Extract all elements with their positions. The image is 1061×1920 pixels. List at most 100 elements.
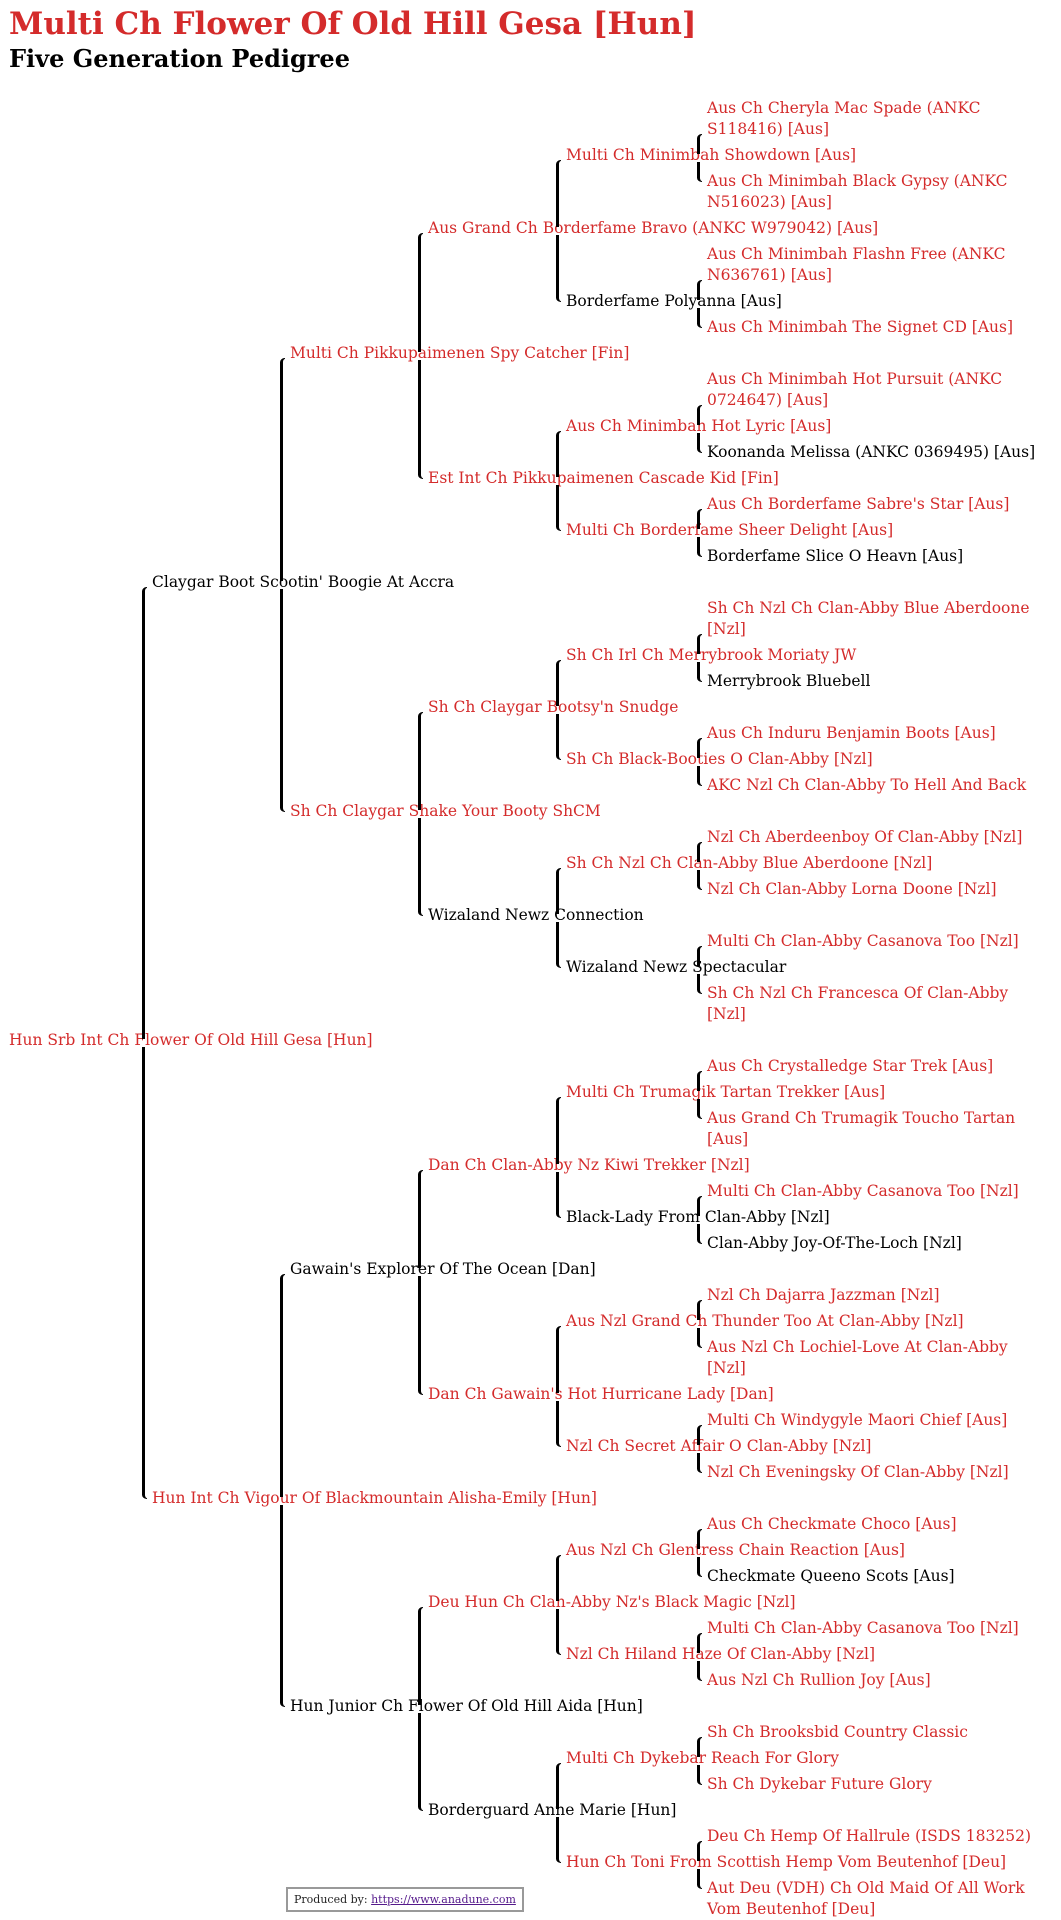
- sire-bracket: [697, 1840, 702, 1861]
- sire-bracket: [556, 659, 561, 706]
- pedigree-entry-gen3-sire: Sh Ch Claygar Bootsy'n Snudge: [428, 698, 679, 716]
- pedigree-entry-gen4-sire: Aus Ch Minimbah Hot Lyric [Aus]: [566, 417, 832, 435]
- pedigree-entry-gen2-sire: Gawain's Explorer Of The Ocean [Dan]: [290, 1260, 596, 1278]
- pedigree-entry-gen4-dam: Borderfame Polyanna [Aus]: [566, 292, 782, 310]
- pedigree-entry-gen5-dam: Checkmate Queeno Scots [Aus]: [707, 1567, 955, 1585]
- pedigree-entry-gen1-sire: Claygar Boot Scootin' Boogie At Accra: [152, 573, 455, 591]
- pedigree-entry-gen2-dam: Hun Junior Ch Flower Of Old Hill Aida [H…: [290, 1697, 643, 1715]
- pedigree-entry-gen3-dam: Est Int Ch Pikkupaimenen Cascade Kid [Fi…: [428, 469, 779, 487]
- dam-bracket: [697, 1556, 702, 1577]
- dam-bracket: [697, 432, 702, 453]
- pedigree-entry-gen4-sire: Multi Ch Minimbah Showdown [Aus]: [566, 146, 857, 164]
- dam-bracket: [697, 661, 702, 682]
- pedigree-entry-gen4-dam: Nzl Ch Hiland Haze Of Clan-Abby [Nzl]: [566, 1645, 876, 1663]
- pedigree-entry-gen4-dam: Multi Ch Borderfame Sheer Delight [Aus]: [566, 521, 894, 539]
- dam-bracket: [697, 1452, 702, 1473]
- page-title: Multi Ch Flower Of Old Hill Gesa [Hun]: [9, 6, 697, 42]
- pedigree-entry-gen5-sire: Aus Ch Cheryla Mac Spade (ANKC S118416) …: [707, 99, 981, 138]
- pedigree-entry-gen5-dam: Aus Nzl Ch Lochiel-Love At Clan-Abby [Nz…: [707, 1338, 1008, 1377]
- dam-bracket: [556, 234, 561, 302]
- dam-bracket: [697, 536, 702, 557]
- sire-bracket: [697, 1736, 702, 1757]
- pedigree-entry-gen5-dam: Nzl Ch Clan-Abby Lorna Doone [Nzl]: [707, 880, 997, 898]
- pedigree-entry-gen3-sire: Aus Grand Ch Borderfame Bravo (ANKC W979…: [428, 219, 879, 237]
- pedigree-entry-gen2-sire: Multi Ch Pikkupaimenen Spy Catcher [Fin]: [290, 344, 630, 362]
- sire-bracket: [697, 1424, 702, 1445]
- pedigree-entry-gen5-sire: Aus Ch Minimbah Hot Pursuit (ANKC 072464…: [707, 370, 1003, 409]
- sire-bracket: [556, 1554, 561, 1601]
- dam-bracket: [556, 1608, 561, 1655]
- pedigree-entry-gen5-sire: Aus Ch Borderfame Sabre's Star [Aus]: [707, 495, 1010, 513]
- dam-bracket: [418, 359, 423, 479]
- sire-bracket: [697, 1195, 702, 1216]
- dam-bracket: [556, 921, 561, 968]
- dam-bracket: [697, 765, 702, 786]
- sire-bracket: [142, 586, 147, 1039]
- produced-by-label: Produced by:: [294, 1893, 368, 1906]
- sire-bracket: [697, 841, 702, 862]
- dam-bracket: [142, 1046, 147, 1499]
- pedigree-entry-gen5-sire: Deu Ch Hemp Of Hallrule (ISDS 183252): [707, 1827, 1031, 1845]
- sire-bracket: [697, 737, 702, 758]
- pedigree-entry-gen4-dam: Nzl Ch Secret Affair O Clan-Abby [Nzl]: [566, 1437, 872, 1455]
- anadune-link[interactable]: https://www.anadune.com: [371, 1893, 516, 1906]
- pedigree-entry-gen3-sire: Deu Hun Ch Clan-Abby Nz's Black Magic [N…: [428, 1593, 796, 1611]
- pedigree-entry-gen5-sire: Aus Ch Crystalledge Star Trek [Aus]: [707, 1057, 994, 1075]
- dam-bracket: [697, 161, 702, 182]
- dam-bracket: [697, 1327, 702, 1348]
- pedigree-entry-gen5-sire: Sh Ch Nzl Ch Clan-Abby Blue Aberdoone [N…: [707, 599, 1030, 638]
- pedigree-entry-gen4-sire: Multi Ch Dykebar Reach For Glory: [566, 1749, 840, 1767]
- pedigree-entry-gen5-sire: Aus Ch Minimbah Flashn Free (ANKC N63676…: [707, 245, 1006, 284]
- pedigree-entry-gen4-sire: Sh Ch Nzl Ch Clan-Abby Blue Aberdoone [N…: [566, 854, 933, 872]
- pedigree-entry-gen5-sire: Aus Ch Checkmate Choco [Aus]: [707, 1515, 957, 1533]
- sire-bracket: [280, 1273, 285, 1497]
- pedigree-entry-gen5-dam: AKC Nzl Ch Clan-Abby To Hell And Back: [707, 776, 1027, 794]
- pedigree-entry-gen5-dam: Aus Ch Minimbah The Signet CD [Aus]: [707, 318, 1014, 336]
- produced-by-box: Produced by: https://www.anadune.com: [286, 1887, 524, 1912]
- pedigree-entry-gen4-sire: Sh Ch Irl Ch Merrybrook Moriaty JW: [566, 646, 857, 664]
- pedigree-entry-gen5-dam: Borderfame Slice O Heavn [Aus]: [707, 547, 964, 565]
- pedigree-entry-gen5-sire: Aus Ch Induru Benjamin Boots [Aus]: [707, 724, 996, 742]
- pedigree-entry-gen5-dam: Aus Ch Minimbah Black Gypsy (ANKC N51602…: [707, 172, 1008, 211]
- dam-bracket: [697, 973, 702, 994]
- dam-bracket: [697, 869, 702, 890]
- pedigree-entry-gen4-sire: Multi Ch Trumagik Tartan Trekker [Aus]: [566, 1083, 886, 1101]
- pedigree-entry-gen4-dam: Hun Ch Toni From Scottish Hemp Vom Beute…: [566, 1853, 1007, 1871]
- dam-bracket: [280, 1504, 285, 1707]
- pedigree-entry-gen4-dam: Black-Lady From Clan-Abby [Nzl]: [566, 1208, 830, 1226]
- pedigree-entry-gen3-dam: Borderguard Anne Marie [Hun]: [428, 1801, 677, 1819]
- pedigree-entry-gen5-sire: Nzl Ch Aberdeenboy Of Clan-Abby [Nzl]: [707, 828, 1023, 846]
- sire-bracket: [697, 404, 702, 425]
- dam-bracket: [697, 1868, 702, 1889]
- sire-bracket: [697, 945, 702, 966]
- pedigree-entry-gen5-dam: Merrybrook Bluebell: [707, 672, 871, 690]
- sire-bracket: [280, 357, 285, 581]
- pedigree-entry-gen5-dam: Aut Deu (VDH) Ch Old Maid Of All Work Vo…: [707, 1879, 1025, 1918]
- pedigree-entry-gen5-dam: Sh Ch Nzl Ch Francesca Of Clan-Abby [Nzl…: [707, 984, 1009, 1023]
- sire-bracket: [556, 867, 561, 914]
- pedigree-entry-gen4-sire: Aus Nzl Grand Ch Thunder Too At Clan-Abb…: [566, 1312, 964, 1330]
- pedigree-entry-gen3-sire: Dan Ch Clan-Abby Nz Kiwi Trekker [Nzl]: [428, 1156, 750, 1174]
- sire-bracket: [697, 1528, 702, 1549]
- pedigree-entry-gen3-dam: Wizaland Newz Connection: [428, 906, 644, 924]
- sire-bracket: [697, 1070, 702, 1091]
- sire-bracket: [556, 1096, 561, 1164]
- pedigree-entry-gen5-dam: Sh Ch Dykebar Future Glory: [707, 1775, 932, 1793]
- dam-bracket: [280, 588, 285, 812]
- page-subtitle: Five Generation Pedigree: [9, 44, 350, 73]
- pedigree-entry-gen5-sire: Multi Ch Clan-Abby Casanova Too [Nzl]: [707, 1182, 1019, 1200]
- sire-bracket: [418, 232, 423, 352]
- pedigree-entry-gen5-dam: Nzl Ch Eveningsky Of Clan-Abby [Nzl]: [707, 1463, 1009, 1481]
- pedigree-entry-gen5-dam: Clan-Abby Joy-Of-The-Loch [Nzl]: [707, 1234, 962, 1252]
- dam-bracket: [697, 307, 702, 328]
- dam-bracket: [556, 484, 561, 531]
- dam-bracket: [697, 1660, 702, 1681]
- dam-bracket: [418, 1712, 423, 1811]
- pedigree-entry-gen3-dam: Dan Ch Gawain's Hot Hurricane Lady [Dan]: [428, 1385, 774, 1403]
- pedigree-entry-gen0-root: Hun Srb Int Ch Flower Of Old Hill Gesa […: [9, 1031, 373, 1049]
- sire-bracket: [418, 711, 423, 810]
- sire-bracket: [556, 1762, 561, 1809]
- dam-bracket: [556, 1400, 561, 1447]
- pedigree-entry-gen1-dam: Hun Int Ch Vigour Of Blackmountain Alish…: [152, 1489, 597, 1507]
